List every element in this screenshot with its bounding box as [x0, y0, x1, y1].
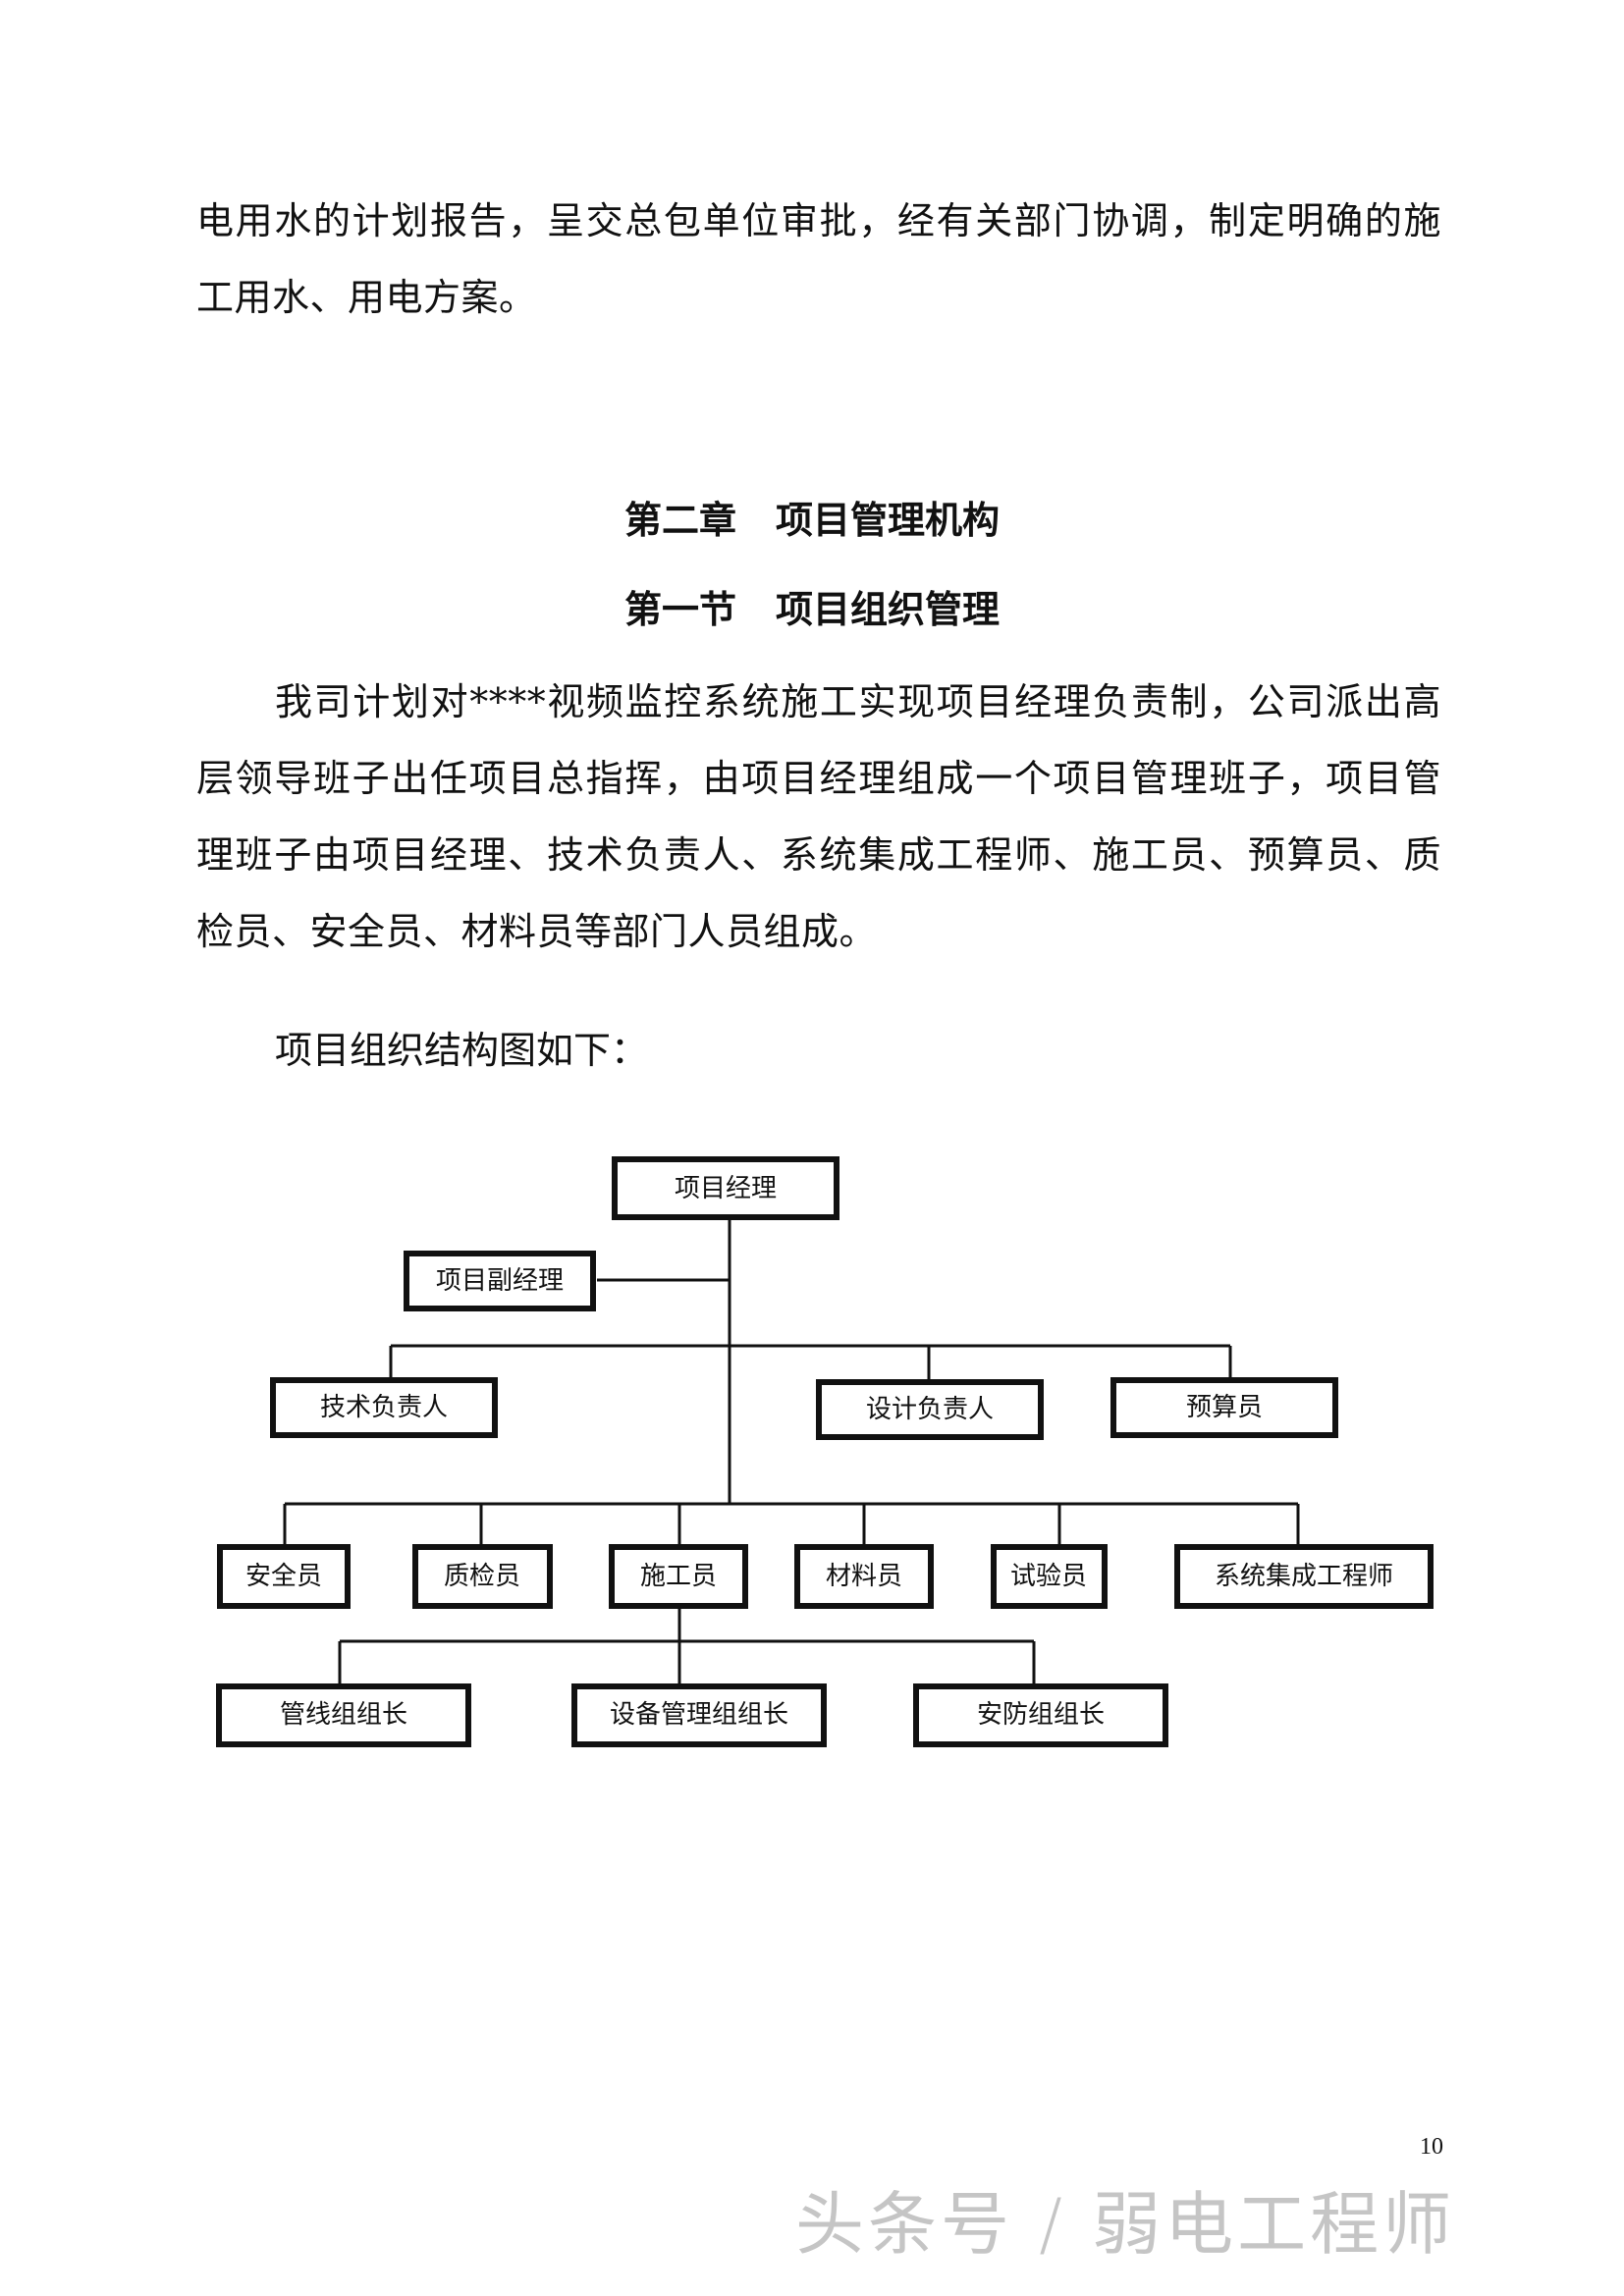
label-budget-clerk: 预算员 [1186, 1393, 1263, 1422]
label-construction-officer: 施工员 [640, 1562, 717, 1591]
org-chart: 项目经理 项目副经理 技术负责人 设计负责人 预算员 安全员 质检员 施工员 材… [216, 1156, 1434, 1747]
org-chart-connectors [283, 1217, 1300, 1686]
paragraph-organization: 我司计划对****视频监控系统施工实现项目经理负责制，公司派出高层领导班子出任项… [196, 680, 1441, 953]
chapter-title: 项目管理机构 [776, 499, 1001, 542]
label-design-lead: 设计负责人 [866, 1395, 994, 1424]
org-chart-labels: 项目经理 项目副经理 技术负责人 设计负责人 预算员 安全员 质检员 施工员 材… [245, 1174, 1393, 1730]
chart-intro-text: 项目组织结构图如下： [275, 1029, 649, 1072]
label-test-officer: 试验员 [1010, 1562, 1087, 1591]
watermark: 头条号 / 弱电工程师 [795, 2184, 1456, 2265]
box-security-team-leader [913, 1683, 1168, 1747]
section-label: 第一节 [623, 588, 736, 631]
label-system-integration-engineer: 系统集成工程师 [1215, 1562, 1393, 1591]
box-test-officer [991, 1544, 1108, 1609]
label-equipment-team-leader: 设备管理组组长 [610, 1700, 788, 1730]
label-security-team-leader: 安防组组长 [977, 1700, 1105, 1730]
label-material-clerk: 材料员 [826, 1562, 902, 1591]
org-chart-boxes [216, 1156, 1434, 1747]
box-system-integration-engineer [1174, 1544, 1434, 1609]
label-tech-lead: 技术负责人 [320, 1393, 448, 1422]
box-deputy-manager [404, 1251, 596, 1311]
box-budget-clerk [1110, 1377, 1338, 1438]
box-safety-officer [217, 1544, 351, 1609]
box-pipeline-team-leader [216, 1683, 471, 1747]
label-project-manager: 项目经理 [675, 1174, 777, 1203]
label-safety-officer: 安全员 [245, 1562, 322, 1591]
label-deputy-manager: 项目副经理 [436, 1266, 564, 1296]
page-number: 10 [1420, 2134, 1443, 2160]
section-heading: 第一节项目组织管理 [0, 585, 1624, 634]
box-material-clerk [794, 1544, 934, 1609]
label-quality-inspector: 质检员 [444, 1562, 520, 1591]
box-quality-inspector [412, 1544, 553, 1609]
box-construction-officer [609, 1544, 748, 1609]
box-design-lead [816, 1379, 1044, 1440]
paragraph-continued: 电用水的计划报告，呈交总包单位审批，经有关部门协调，制定明确的施工用水、用电方案… [196, 199, 1441, 319]
box-project-manager [612, 1156, 839, 1220]
box-tech-lead [270, 1377, 498, 1438]
section-title: 项目组织管理 [776, 588, 1001, 631]
box-equipment-team-leader [571, 1683, 827, 1747]
chapter-heading: 第二章项目管理机构 [0, 496, 1624, 545]
chapter-label: 第二章 [623, 499, 736, 542]
label-pipeline-team-leader: 管线组组长 [280, 1700, 407, 1730]
